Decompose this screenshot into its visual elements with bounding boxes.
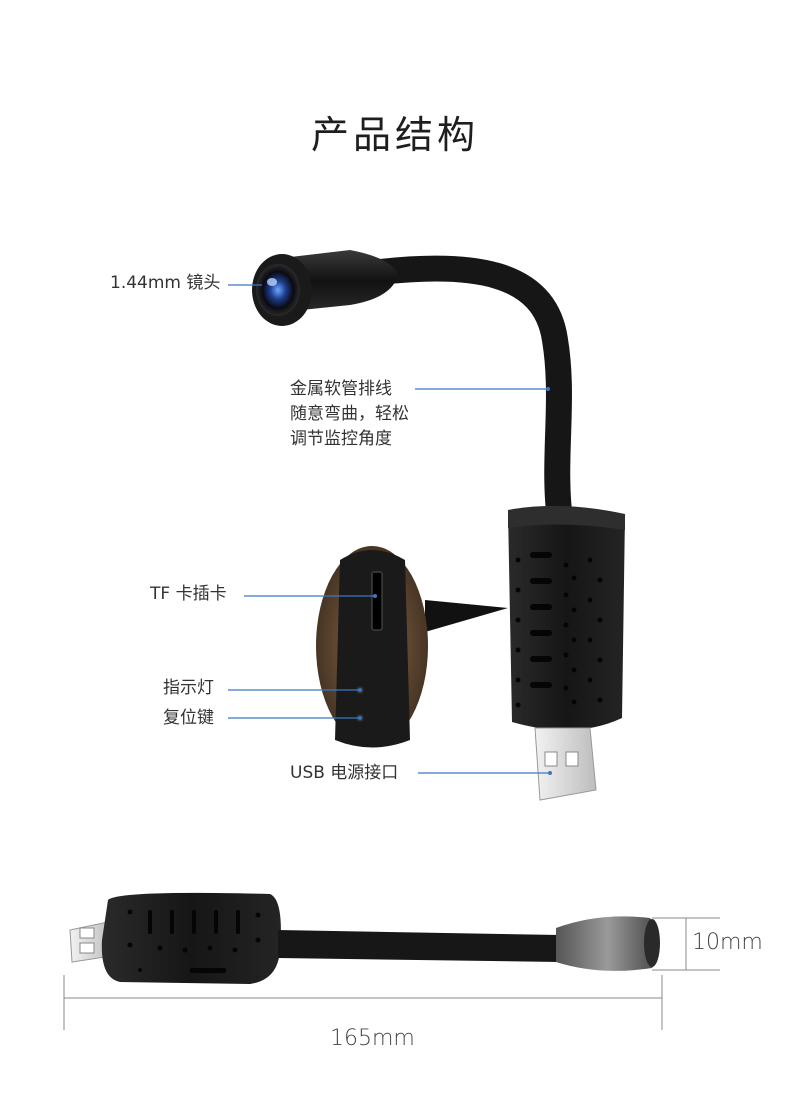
lens-icon (256, 264, 300, 316)
label-hose-line1: 金属软管排线 (290, 379, 392, 399)
dimension-diameter: 10mm (692, 930, 763, 955)
label-hose-line3: 调节监控角度 (290, 429, 392, 449)
dimension-length: 165mm (330, 1026, 415, 1051)
gooseneck-hose (367, 255, 573, 533)
dimension-lines (63, 917, 720, 1030)
callout-lines (228, 284, 550, 774)
usb-body (508, 510, 625, 731)
zoom-pointer (425, 600, 508, 632)
label-usb-port: USB 电源接口 (290, 763, 399, 783)
label-tf-slot: TF 卡插卡 (150, 584, 227, 604)
label-hose-line2: 随意弯曲，轻松 (290, 404, 409, 424)
page-title: 产品结构 (310, 113, 479, 157)
label-lens: 1.44mm 镜头 (110, 273, 221, 293)
side-view-device (69, 892, 660, 984)
label-reset: 复位键 (163, 708, 214, 728)
vent-holes (515, 552, 603, 708)
label-indicator: 指示灯 (163, 678, 214, 698)
